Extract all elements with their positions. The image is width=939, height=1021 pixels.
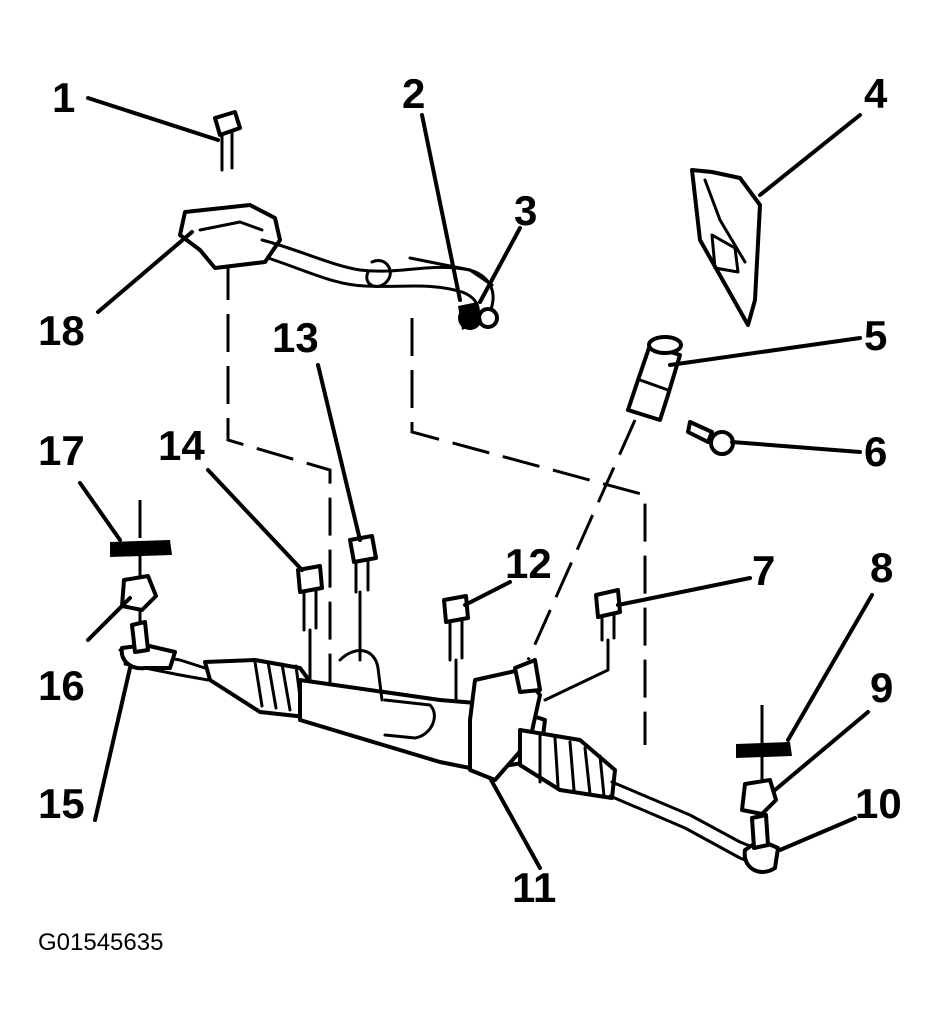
- steering-gear-housing: [118, 648, 762, 868]
- callout-12: 12: [505, 540, 552, 587]
- callout-11: 11: [512, 864, 556, 911]
- bolt-1: [213, 110, 242, 172]
- nuts-and-seals: [110, 516, 792, 816]
- callout-7: 7: [752, 547, 775, 594]
- callout-2: 2: [402, 70, 425, 117]
- callout-16: 16: [38, 662, 85, 709]
- callout-18: 18: [38, 307, 85, 354]
- callout-6: 6: [864, 428, 887, 475]
- leader-lines: [78, 96, 874, 870]
- figure-id: G01545635: [38, 929, 163, 956]
- callout-1: 1: [52, 74, 75, 121]
- intermediate-shaft: [626, 335, 683, 422]
- pinch-bolt: [686, 420, 735, 456]
- callout-4: 4: [864, 70, 888, 117]
- mounting-bolts: [296, 534, 622, 762]
- bracket-and-pipes: [178, 203, 499, 330]
- callout-labels: 1 2 3 4 5 6 7 8 9 10 11 12 13 14 15 16 1…: [38, 70, 902, 911]
- callout-17: 17: [38, 427, 85, 474]
- tie-rod-ends: [119, 620, 780, 874]
- heat-shield: [690, 168, 762, 327]
- callout-13: 13: [272, 314, 319, 361]
- callout-14: 14: [158, 422, 205, 469]
- callout-3: 3: [514, 187, 537, 234]
- callout-10: 10: [855, 780, 902, 827]
- callout-9: 9: [870, 664, 893, 711]
- callout-15: 15: [38, 780, 85, 827]
- callout-5: 5: [864, 312, 887, 359]
- callout-8: 8: [870, 544, 893, 591]
